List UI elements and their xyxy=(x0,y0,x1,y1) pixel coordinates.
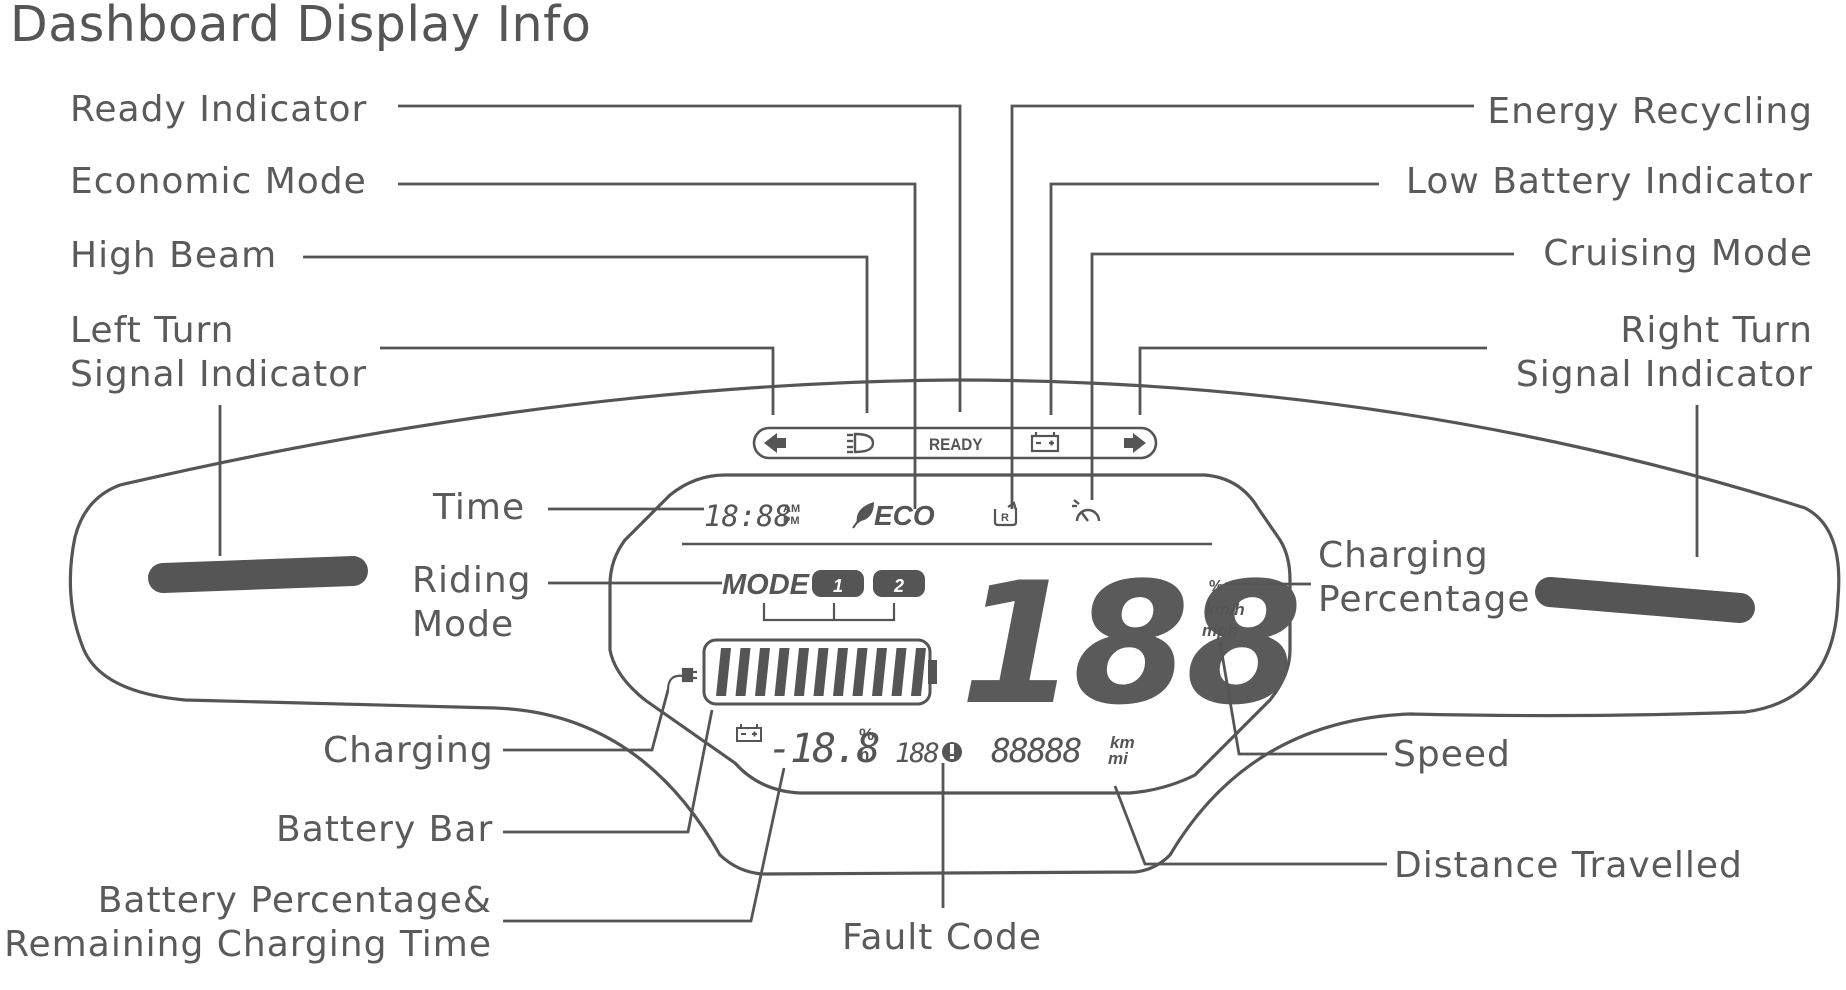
leaf-icon xyxy=(852,502,874,529)
label-charging-percentage-line1: Charging xyxy=(1318,535,1489,576)
leader-left-turn xyxy=(380,346,775,415)
eco-text: ECO xyxy=(874,500,935,531)
speed-display: 188 xyxy=(960,546,1299,742)
battery-segment xyxy=(794,648,809,696)
label-cruising-mode: Cruising Mode xyxy=(1543,233,1813,274)
leader-cruising xyxy=(1090,252,1514,500)
display-panel xyxy=(608,473,1292,795)
unit-percent: % xyxy=(1209,578,1223,595)
battery-segment xyxy=(755,648,770,696)
right-grip xyxy=(1535,577,1755,623)
label-battery-percentage-line2: Remaining Charging Time xyxy=(4,923,492,965)
leader-speed xyxy=(1218,641,1387,756)
dashboard-housing xyxy=(68,378,1841,876)
mode-text: MODE xyxy=(722,569,811,601)
battery-segment xyxy=(813,648,829,696)
label-time: Time xyxy=(433,487,526,528)
battery-segment xyxy=(891,648,907,696)
plug-icon xyxy=(666,667,697,691)
label-right-turn-line1: Right Turn xyxy=(1620,310,1813,351)
leader-economic xyxy=(398,182,917,509)
fault-code-display: 188 xyxy=(895,738,939,769)
label-distance-travelled: Distance Travelled xyxy=(1394,845,1743,886)
leader-right-turn xyxy=(1138,346,1487,415)
battery-bar-segments xyxy=(716,648,926,696)
battery-icon xyxy=(1030,432,1060,453)
label-riding-mode-line2: Mode xyxy=(412,603,515,645)
label-left-turn: Left Turn Signal Indicator xyxy=(70,309,367,397)
page-title: Dashboard Display Info xyxy=(10,0,592,53)
left-grip xyxy=(148,556,368,593)
battery-bar-tip xyxy=(928,660,937,684)
small-battery-icon xyxy=(736,724,762,742)
battery-pct-unit: % xyxy=(859,725,874,744)
leader-high-beam xyxy=(303,255,869,413)
leader-ready xyxy=(398,104,962,412)
label-speed: Speed xyxy=(1393,734,1511,775)
label-high-beam: High Beam xyxy=(70,235,278,276)
label-left-turn-line1: Left Turn xyxy=(70,310,235,351)
time-pm: PM xyxy=(783,515,800,527)
high-beam-icon xyxy=(847,432,875,454)
battery-segment xyxy=(911,648,926,696)
mode-1-text: 1 xyxy=(833,576,843,596)
left-arrow-icon xyxy=(764,433,786,453)
time-display: 18:88 xyxy=(704,499,791,533)
label-economic-mode: Economic Mode xyxy=(70,161,367,202)
leader-distance xyxy=(1113,785,1387,866)
battery-percentage-display: -18.8 xyxy=(768,726,878,772)
label-battery-bar: Battery Bar xyxy=(276,809,494,850)
label-energy-recycling: Energy Recycling xyxy=(1487,91,1813,132)
label-fault-code: Fault Code xyxy=(842,917,1043,958)
battery-segment xyxy=(852,648,868,696)
leader-battery-bar xyxy=(503,709,714,834)
battery-segment xyxy=(833,648,848,696)
time-am: AM xyxy=(783,503,800,515)
battery-segment xyxy=(735,648,751,696)
leader-energy xyxy=(1010,104,1474,509)
right-arrow-icon xyxy=(1124,433,1146,453)
odometer-display: 88888 xyxy=(991,731,1081,770)
odometer-km: km xyxy=(1110,733,1135,752)
label-ready-indicator: Ready Indicator xyxy=(70,89,368,130)
mode-bracket xyxy=(762,603,896,622)
label-riding-mode: Riding Mode xyxy=(412,559,532,647)
label-charging-percentage: Charging Percentage xyxy=(1318,534,1531,622)
battery-segment xyxy=(774,648,790,696)
unit-mph: mph xyxy=(1202,621,1238,640)
mode-2-text: 2 xyxy=(893,576,904,596)
battery-segment xyxy=(716,648,731,696)
ready-indicator-text: READY xyxy=(929,435,983,454)
regen-icon xyxy=(993,501,1018,527)
leader-low-battery xyxy=(1049,182,1379,415)
label-charging-percentage-line2: Percentage xyxy=(1318,578,1531,620)
label-right-turn-line2: Signal Indicator xyxy=(1515,353,1813,395)
fault-icon xyxy=(942,742,962,762)
indicator-strip xyxy=(752,426,1158,460)
leader-battery-percentage xyxy=(503,767,786,923)
battery-segment xyxy=(872,648,887,696)
mode-2-box xyxy=(873,570,925,597)
regen-letter: R xyxy=(1001,512,1009,524)
leader-lines xyxy=(218,104,1699,923)
cruise-icon xyxy=(1072,499,1101,522)
label-riding-mode-line1: Riding xyxy=(412,560,532,601)
odometer-mi: mi xyxy=(1108,749,1129,768)
label-left-turn-line2: Signal Indicator xyxy=(70,353,368,395)
leader-charging xyxy=(503,689,670,752)
battery-h-unit: h xyxy=(859,745,869,764)
label-charging: Charging xyxy=(323,730,494,771)
label-battery-percentage-line1: Battery Percentage& xyxy=(97,880,492,921)
label-right-turn: Right Turn Signal Indicator xyxy=(1516,309,1813,397)
unit-kmh: km/h xyxy=(1205,600,1245,619)
mode-1-box xyxy=(812,570,864,597)
label-battery-percentage: Battery Percentage& Remaining Charging T… xyxy=(4,879,492,967)
label-low-battery: Low Battery Indicator xyxy=(1405,161,1813,202)
